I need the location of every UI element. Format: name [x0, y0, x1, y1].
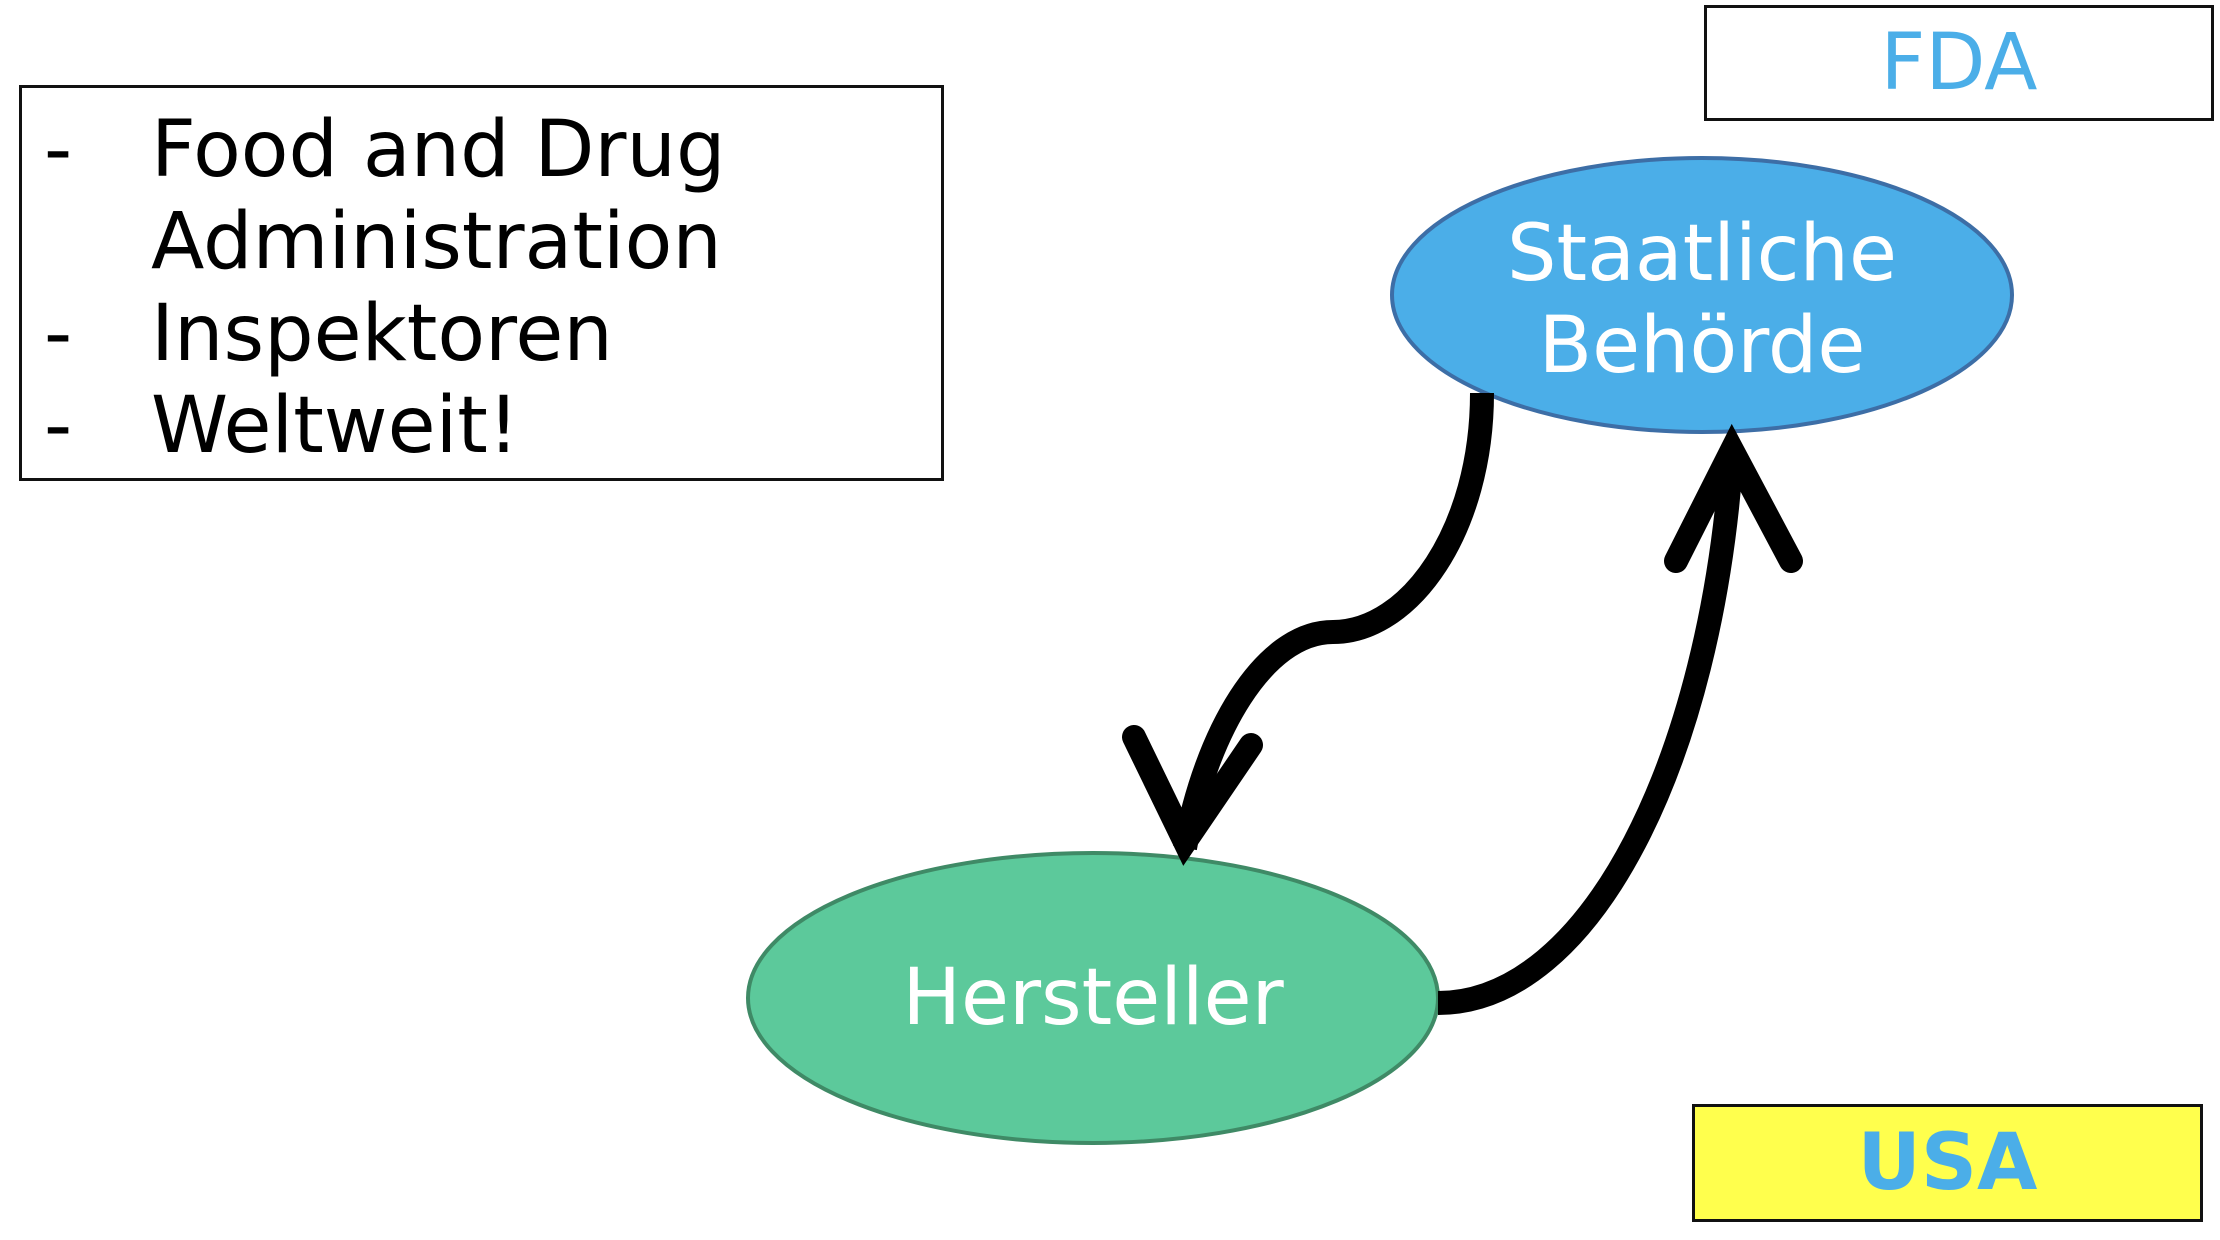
manufacturer-label: Hersteller	[902, 953, 1284, 1043]
arrow-manufacturer-to-authority	[1437, 449, 1744, 1015]
country-label: USA	[1857, 1118, 2038, 1208]
authority-label-line1: Staatliche	[1507, 209, 1897, 299]
agency-label: FDA	[1880, 18, 2038, 108]
country-label-box: USA	[1692, 1104, 2203, 1222]
authority-node-label: Staatliche Behörde	[1402, 208, 2002, 392]
arrowhead-down-icon	[1122, 725, 1263, 866]
bullet-text: Food and Drug	[151, 105, 726, 195]
bullet-text: Weltweit!	[151, 381, 520, 471]
arrowhead-up-icon	[1664, 423, 1803, 573]
bullet-dash: -	[44, 105, 73, 195]
authority-label-line2: Behörde	[1538, 301, 1866, 391]
bullet-dash: -	[44, 381, 73, 471]
arrow-authority-to-manufacturer	[1173, 392, 1494, 851]
agency-label-box: FDA	[1704, 5, 2214, 121]
manufacturer-node-label: Hersteller	[793, 952, 1393, 1044]
bullet-text: Inspektoren	[151, 289, 613, 379]
bullet-text: Administration	[151, 197, 722, 287]
bullet-dash: -	[44, 289, 73, 379]
info-box: - Food and Drug Administration - Inspekt…	[19, 85, 944, 481]
authority-node-shape	[1390, 156, 2014, 434]
